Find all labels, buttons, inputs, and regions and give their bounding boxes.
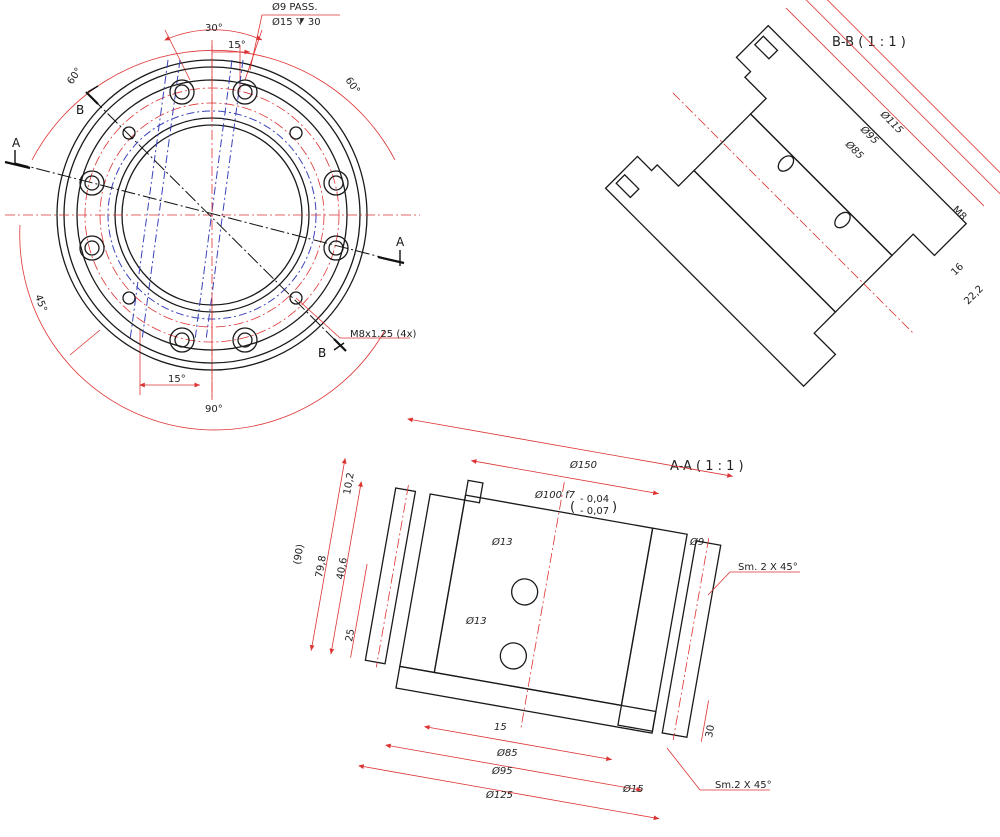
aa-dim-79-8: 79,8 xyxy=(314,555,329,579)
dim-30deg xyxy=(164,29,263,41)
section-b-arrow-top xyxy=(87,85,99,93)
leader-chamfer-bottom xyxy=(666,747,770,791)
aa-dim-d100: Ø100 f7 xyxy=(534,489,576,501)
angle-15-top: 15° xyxy=(228,40,246,51)
aa-tol-upper: - 0,04 xyxy=(580,494,609,505)
aa-dim-d15: Ø15 xyxy=(622,783,644,795)
leader-hole-callout xyxy=(249,14,340,71)
angle-60-right: 60° xyxy=(343,75,362,96)
bb-lower-wall xyxy=(604,155,837,388)
bb-centerline xyxy=(672,92,914,334)
aa-dim-d125-line xyxy=(358,764,660,821)
callout-hole-pass: Ø9 PASS. xyxy=(272,1,318,13)
aa-dim-15-small: 15 xyxy=(494,722,507,733)
hidden-line xyxy=(194,59,233,341)
aa-hole-d13-lower xyxy=(499,642,528,670)
bb-dim-22-2: 22,2 xyxy=(962,284,986,308)
aa-bore xyxy=(433,494,654,707)
bb-dim-d95: Ø95 xyxy=(857,123,881,147)
aa-dim-d150: Ø150 xyxy=(569,459,597,471)
section-a-end-left xyxy=(4,160,31,170)
section-mark-b-top: B xyxy=(76,103,84,117)
leader-chamfer-top xyxy=(707,571,800,596)
angle-15-bottom: 15° xyxy=(168,374,186,385)
bb-dim-16: 16 xyxy=(949,261,966,278)
aa-dim-90: (90) xyxy=(292,543,306,565)
tolerance-paren-open: ( xyxy=(570,500,575,515)
bb-dim-line xyxy=(785,7,985,207)
section-line-b xyxy=(91,97,341,346)
thread-holes xyxy=(122,126,303,305)
angle-90: 90° xyxy=(205,404,223,415)
bb-hole xyxy=(834,211,851,229)
aa-dim-25: 25 xyxy=(344,628,357,642)
aa-dim-d125: Ø125 xyxy=(485,789,513,801)
angle-arc-top xyxy=(31,49,396,161)
aa-right-wall xyxy=(617,527,688,732)
aa-hole-d13-upper xyxy=(510,578,539,606)
callout-counterbore: Ø15 ⧩ 30 xyxy=(272,16,321,28)
callout-thread: M8x1.25 (4x) xyxy=(350,329,417,340)
top-view: Ø9 PASS. Ø15 ⧩ 30 M8x1.25 (4x) 30° 15° 6… xyxy=(4,1,420,431)
aa-right-flange xyxy=(661,540,722,739)
leader-thread-callout xyxy=(295,297,410,339)
section-b-arrow-bottom xyxy=(333,342,345,351)
aa-hole-axis xyxy=(672,537,710,741)
aa-dim-d13-lower: Ø13 xyxy=(465,615,487,627)
bb-dim-m8: M8 xyxy=(950,204,968,222)
bb-dim-line xyxy=(810,0,1000,210)
section-mark-a-left: A xyxy=(12,136,21,150)
aa-left-wall xyxy=(399,479,484,674)
angle-30: 30° xyxy=(205,23,223,34)
section-mark-a-right: A xyxy=(396,235,405,249)
aa-dim-d95: Ø95 xyxy=(491,765,513,777)
tolerance-paren-close: ) xyxy=(612,500,617,515)
angle-60-left: 60° xyxy=(65,66,84,87)
aa-dim-d85-line xyxy=(423,725,612,761)
section-mark-b-bottom: B xyxy=(318,346,326,360)
bb-dim-line xyxy=(799,0,1000,207)
angle-arc-bottom xyxy=(19,224,386,431)
bb-dim-d115: Ø115 xyxy=(877,108,905,136)
aa-centerline xyxy=(520,482,565,729)
aa-dim-10-2: 10,2 xyxy=(342,472,357,496)
section-aa: A-A ( 1 : 1 ) Ø150 xyxy=(292,417,800,821)
aa-dim-40-6-line xyxy=(350,564,368,658)
bb-thread-top xyxy=(753,35,779,60)
aa-dim-d13-upper: Ø13 xyxy=(491,536,513,548)
extension-line xyxy=(69,329,101,356)
aa-left-flange xyxy=(364,487,417,665)
section-bb-title: B-B ( 1 : 1 ) xyxy=(832,35,906,50)
hidden-line xyxy=(141,59,181,341)
aa-dim-d9: Ø9 xyxy=(689,536,704,548)
bb-thread-bottom xyxy=(615,173,640,199)
aa-hole-axis xyxy=(375,485,409,668)
section-bb: B-B ( 1 : 1 ) Ø115 Ø95 Ø85 M8 16 22,2 xyxy=(604,0,1000,388)
aa-tol-lower: - 0,07 xyxy=(580,506,609,517)
bb-dim-d85: Ø85 xyxy=(842,138,866,162)
aa-chamfer-bottom: Sm.2 X 45° xyxy=(715,780,772,791)
bb-hole xyxy=(777,155,795,172)
aa-dim-30: 30 xyxy=(704,724,717,738)
aa-dim-90-line xyxy=(309,457,347,651)
section-b-end-top xyxy=(85,91,99,105)
aa-dim-40-6: 40,6 xyxy=(335,557,350,581)
aa-dim-30-line xyxy=(700,700,709,742)
aa-dim-d85: Ø85 xyxy=(496,747,518,759)
bolt-holes xyxy=(79,79,349,353)
aa-chamfer-top: Sm. 2 X 45° xyxy=(738,562,798,573)
aa-dim-d150-line xyxy=(407,417,733,478)
aa-base xyxy=(395,665,657,734)
hidden-line xyxy=(129,59,169,341)
aa-dim-d100-line xyxy=(470,459,659,496)
